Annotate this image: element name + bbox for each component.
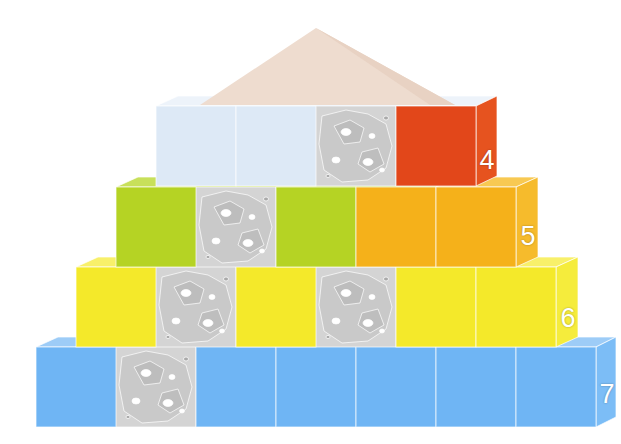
- row-number: 5: [520, 223, 535, 250]
- row-number: 6: [560, 305, 575, 332]
- row-number: 7: [599, 381, 614, 408]
- row-number: 4: [479, 147, 494, 174]
